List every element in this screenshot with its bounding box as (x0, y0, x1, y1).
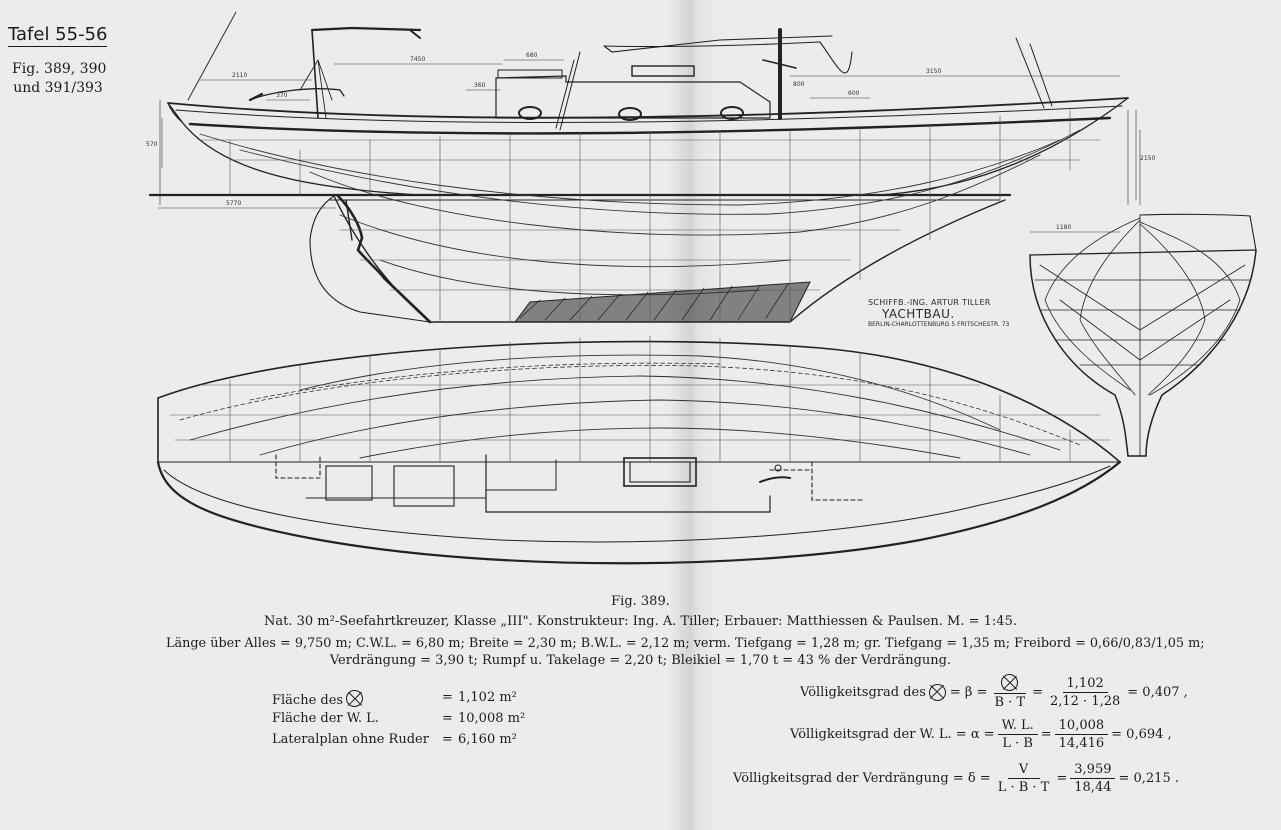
fraction-numerator: W. L. (997, 718, 1038, 735)
area-eq: = (442, 711, 453, 726)
dim-7450: 7450 (410, 56, 425, 63)
area-label: Fläche des (272, 693, 344, 708)
fraction-numerator: 1,102 (1062, 676, 1108, 693)
stamp-line3: BERLIN-CHARLOTTENBURG 5 FRITSCHESTR. 73 (868, 321, 1010, 328)
dim-370: 370 (276, 92, 288, 99)
area-row-midship: Fläche des = 1,102 m² (272, 690, 572, 711)
fig-refs-line1: Fig. 389, 390 (12, 61, 107, 77)
area-eq: = (442, 690, 453, 705)
fraction-denominator: 14,416 (1058, 736, 1105, 751)
fig-refs-line2: und 391/393 (13, 80, 103, 96)
dim-800: 800 (793, 81, 805, 88)
body-plan-view (1029, 213, 1257, 457)
dim-5770: 5770 (226, 200, 241, 207)
fraction-numerator: V (1007, 762, 1040, 779)
fraction-denominator: B · T (994, 695, 1026, 710)
area-row-lateral-plan: Lateralplan ohne Ruder = 6,160 m² (272, 732, 572, 753)
plate-title: Tafel 55-56 (8, 24, 108, 47)
fraction-numerator: 3,959 (1070, 762, 1116, 779)
formula-eq: = (1032, 684, 1043, 700)
caption-line1: Nat. 30 m²-Seefahrtkreuzer, Klasse „III"… (264, 614, 1017, 629)
stamp-line2: YACHTBAU. (882, 307, 955, 321)
caption-line2: Länge über Alles = 9,750 m; C.W.L. = 6,8… (166, 636, 1205, 651)
dim-2110: 2110 (232, 72, 247, 79)
fraction-symbolic: B · T (990, 674, 1029, 710)
fraction-numeric: 3,959 18,44 (1070, 762, 1116, 795)
formula-label: Völligkeitsgrad der W. L. = α = (790, 727, 995, 742)
fraction-denominator: L · B · T (997, 780, 1050, 795)
designer-stamp: SCHIFFB.-ING. ARTUR TILLER YACHTBAU. BER… (868, 298, 1009, 328)
formula-beta: = β = (949, 684, 988, 700)
midship-section-symbol-icon (1001, 674, 1019, 691)
dim-600: 600 (848, 90, 860, 97)
dim-2150: 2150 (1140, 155, 1155, 162)
area-value: 6,160 m² (458, 732, 517, 747)
formula-block-coefficient: Völligkeitsgrad des = β = B · T = 1,102 … (800, 674, 1188, 710)
dim-3150: 3150 (926, 68, 941, 75)
dim-680: 680 (526, 52, 538, 59)
fraction-denominator: 2,12 · 1,28 (1049, 693, 1121, 709)
fraction-denominator: L · B (1002, 736, 1033, 751)
formula-label: Völligkeitsgrad der Verdrängung = δ = (733, 771, 991, 786)
area-value: 10,008 m² (458, 711, 526, 726)
fraction-symbolic: W. L. L · B (997, 718, 1038, 751)
formula-eq: = (1056, 771, 1068, 786)
formula-label: Völligkeitsgrad des (800, 684, 926, 700)
area-value: 1,102 m² (458, 690, 517, 705)
figure-references: Fig. 389, 390 und 391/393 (12, 60, 107, 98)
fraction-numerator: 10,008 (1054, 718, 1109, 735)
midship-section-symbol-icon (346, 690, 364, 707)
fraction-numeric: 1,102 2,12 · 1,28 (1046, 676, 1124, 709)
area-table: Fläche des = 1,102 m² Fläche der W. L. =… (272, 690, 572, 753)
area-row-waterline: Fläche der W. L. = 10,008 m² (272, 711, 572, 732)
formula-displacement-coefficient: Völligkeitsgrad der Verdrängung = δ = V … (733, 762, 1179, 795)
area-label: Lateralplan ohne Ruder (272, 732, 429, 747)
fraction-numeric: 10,008 14,416 (1054, 718, 1109, 751)
caption-line3: Verdrängung = 3,90 t; Rumpf u. Takelage … (329, 653, 952, 668)
formula-result: = 0,694 , (1111, 727, 1172, 742)
formula-eq: = (1040, 727, 1052, 742)
fraction-denominator: 18,44 (1074, 780, 1112, 795)
midship-section-symbol-icon (928, 683, 946, 701)
dim-570: 570 (146, 141, 158, 148)
formula-result: = 0,407 , (1127, 684, 1188, 700)
formula-waterline-coefficient: Völligkeitsgrad der W. L. = α = W. L. L … (790, 718, 1172, 751)
fig-label: Fig. 389. (611, 594, 670, 609)
dim-360: 360 (474, 82, 486, 89)
dim-1180: 1180 (1056, 224, 1071, 231)
formula-result: = 0,215 . (1118, 771, 1179, 786)
plan-view (156, 335, 1122, 565)
profile-view: 2110 7450 680 360 370 800 600 3150 570 5… (146, 11, 1155, 324)
stamp-line1: SCHIFFB.-ING. ARTUR TILLER (868, 298, 991, 307)
area-label: Fläche der W. L. (272, 711, 379, 726)
fraction-symbolic: V L · B · T (994, 762, 1054, 795)
area-eq: = (442, 732, 453, 747)
